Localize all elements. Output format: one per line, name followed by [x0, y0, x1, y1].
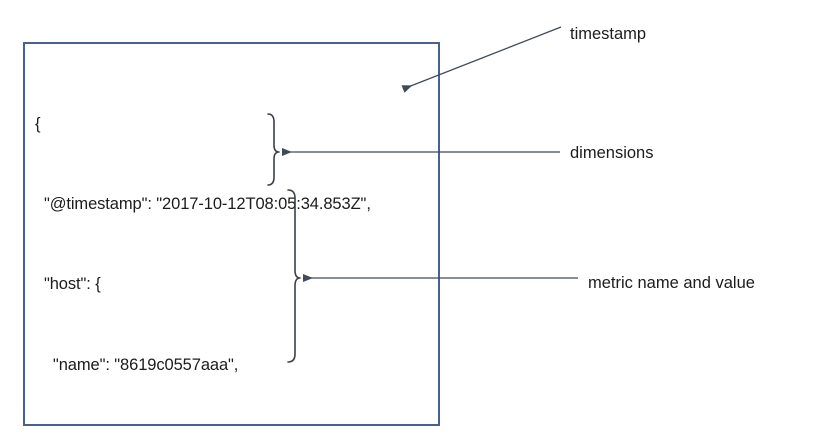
annotation-label-metric: metric name and value	[588, 274, 755, 292]
json-code-block: { "@timestamp": "2017-10-12T08:05:34.853…	[35, 57, 435, 437]
json-document-box: { "@timestamp": "2017-10-12T08:05:34.853…	[23, 42, 440, 437]
annotation-label-dimensions: dimensions	[570, 144, 654, 162]
json-line-host-open: "host": {	[35, 275, 101, 294]
json-line: {	[35, 114, 41, 133]
json-line-host-name: "name": "8619c0557aaa",	[35, 355, 239, 374]
annotation-label-timestamp: timestamp	[570, 25, 647, 43]
json-line-timestamp: "@timestamp": "2017-10-12T08:05:34.853Z"…	[35, 194, 371, 213]
json-line-host-id: "id": "instance-1"	[35, 432, 435, 437]
